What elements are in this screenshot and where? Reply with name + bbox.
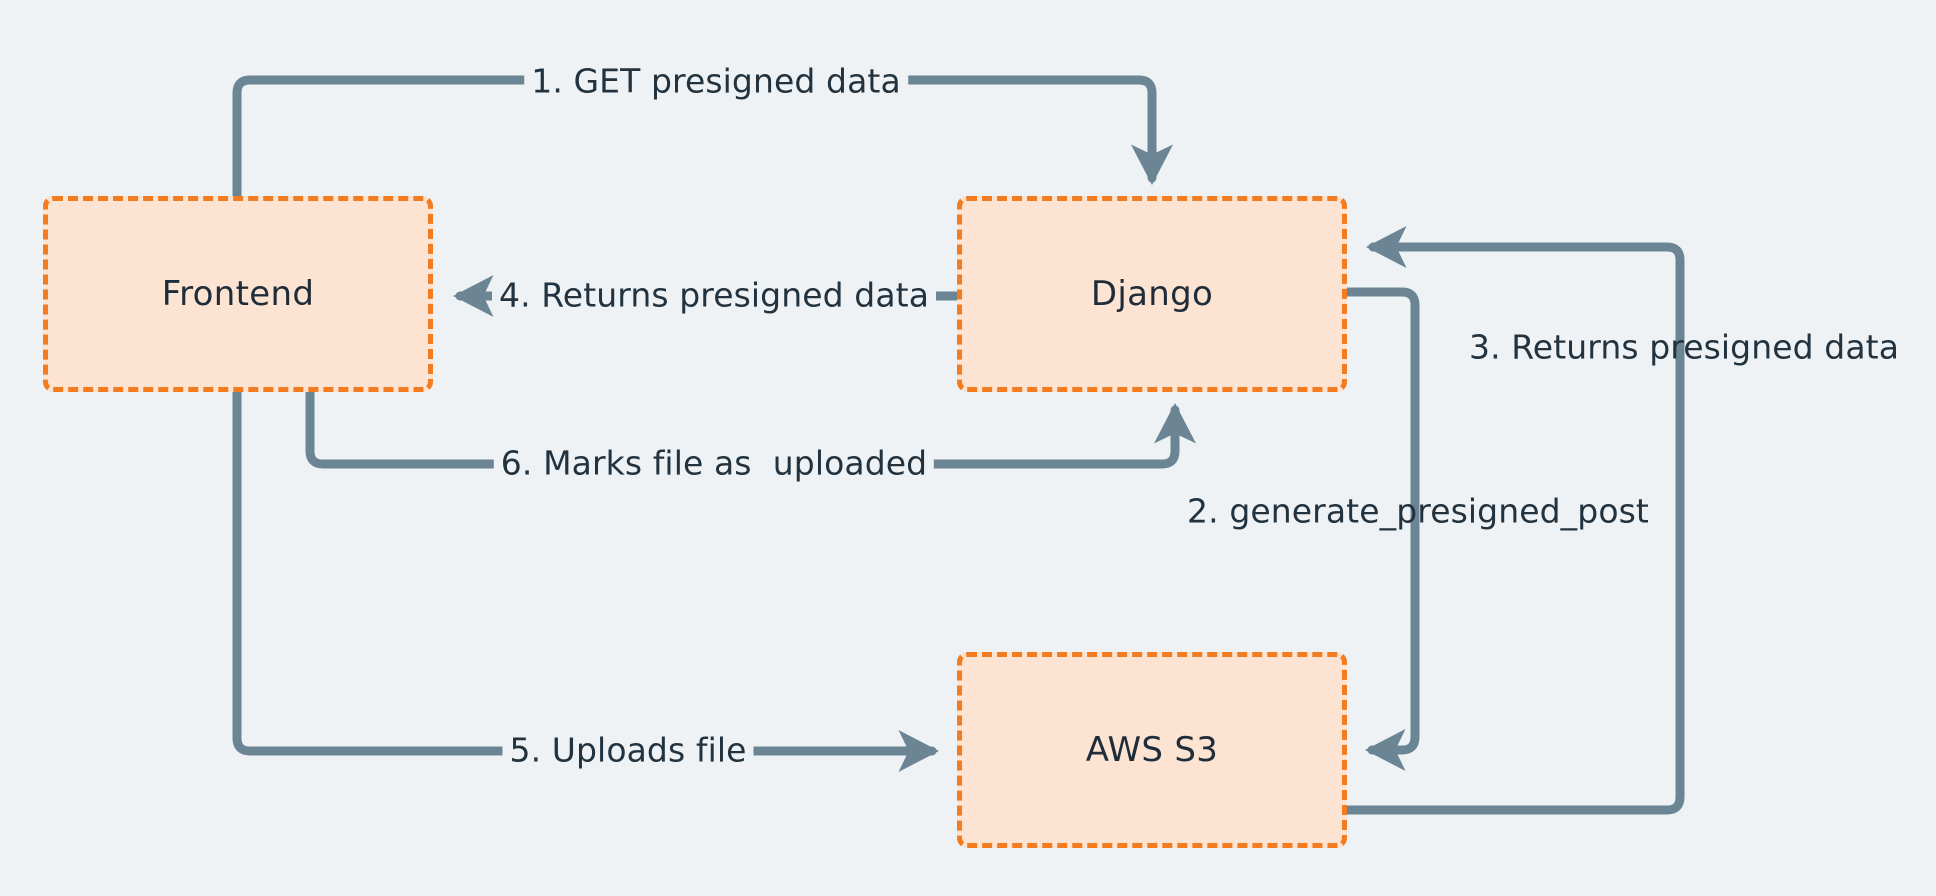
node-frontend[interactable]: Frontend bbox=[43, 196, 433, 392]
edge-path-2 bbox=[1342, 287, 1420, 772]
node-frontend-label: Frontend bbox=[161, 274, 315, 314]
edge-label-1: 1. GET presigned data bbox=[524, 64, 908, 100]
edge-path-3 bbox=[1342, 225, 1685, 815]
edge-label-2: 2. generate_presigned_post bbox=[1187, 491, 1649, 531]
node-django-label: Django bbox=[1090, 274, 1214, 314]
node-django[interactable]: Django bbox=[957, 196, 1347, 392]
edge-label-3: 3. Returns presigned data bbox=[1468, 327, 1900, 367]
node-aws-s3-label: AWS S3 bbox=[1085, 730, 1219, 770]
node-aws-s3[interactable]: AWS S3 bbox=[957, 652, 1347, 848]
edge-label-5: 5. Uploads file bbox=[502, 733, 754, 769]
edge-label-4: 4. Returns presigned data bbox=[491, 278, 937, 314]
edge-path-5 bbox=[232, 387, 940, 773]
edge-label-6: 6. Marks file as uploaded bbox=[493, 446, 935, 482]
